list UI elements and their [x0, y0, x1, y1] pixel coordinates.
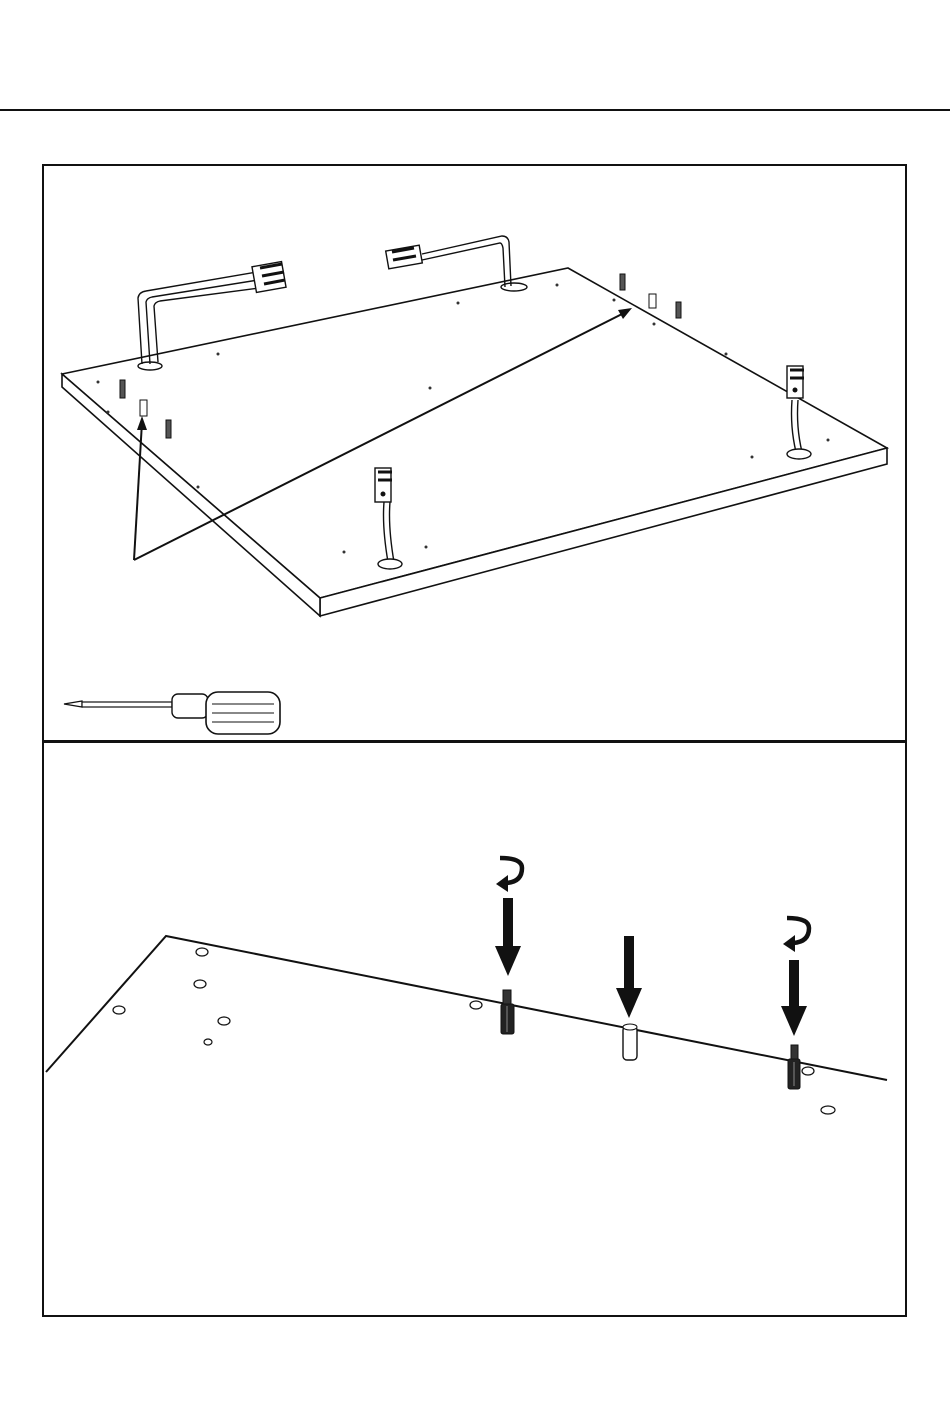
board-corner-edge [46, 936, 887, 1080]
down-arrow-icon [495, 898, 521, 976]
connector-plug-right [386, 245, 423, 269]
detail-illustration [44, 743, 905, 1315]
screwdriver-icon [64, 692, 280, 734]
connector-plug-left [252, 262, 286, 293]
tabletop-illustration [44, 166, 905, 740]
down-arrow-icon [616, 936, 642, 1018]
step-2-panel [42, 741, 907, 1317]
header-rule [0, 109, 950, 111]
cable-right [422, 236, 527, 291]
rotate-arrow-icon [496, 858, 522, 892]
screw-fitting-1 [501, 990, 514, 1034]
step-1-panel [42, 164, 907, 742]
screw-fitting-2 [788, 1045, 800, 1089]
down-arrow-icon [781, 960, 807, 1036]
detail-holes [113, 948, 835, 1114]
dowel-fitting [623, 1024, 637, 1060]
board-top-face [62, 268, 887, 598]
rotate-arrow-icon [783, 918, 809, 952]
